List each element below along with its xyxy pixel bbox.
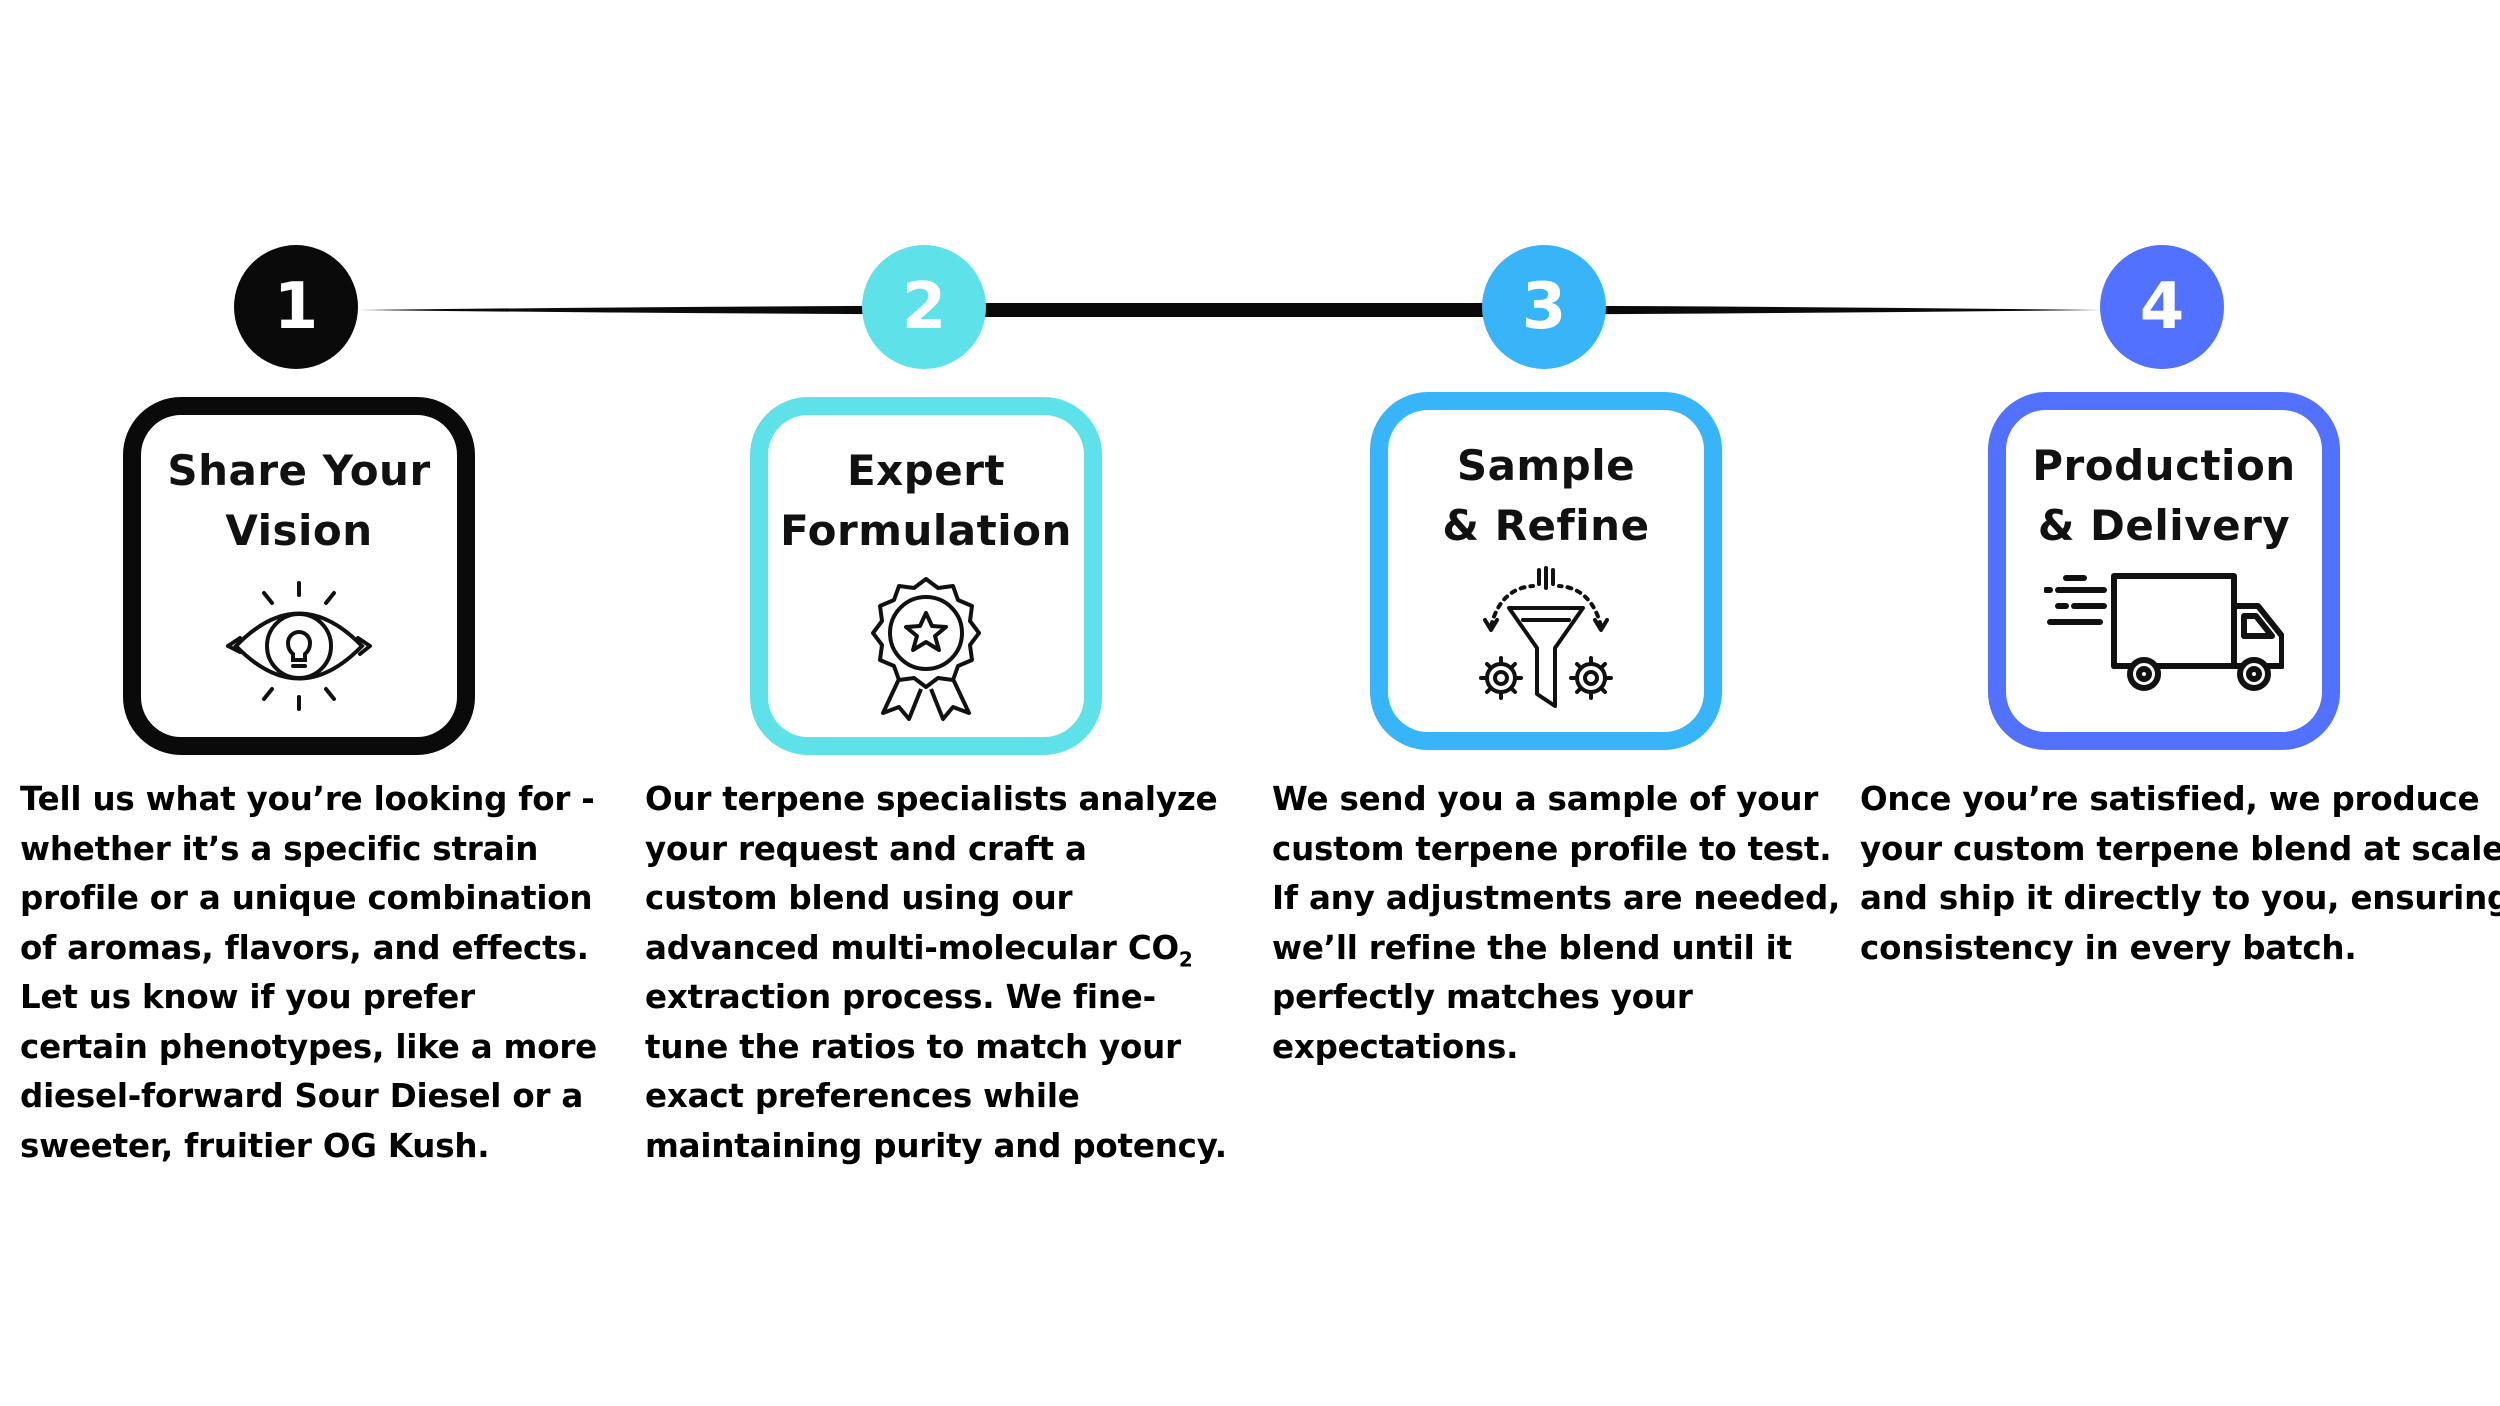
step-2-description-line: your request and craft a xyxy=(645,829,1087,868)
step-1-description-line: diesel-forward Sour Diesel or a xyxy=(20,1077,584,1115)
step-1-title: Share Your Vision xyxy=(167,446,431,555)
step-1-description-line: Tell us what you’re looking for - xyxy=(20,780,595,818)
step-1-number-circle: 1 xyxy=(234,245,358,369)
step-3-description-line: expectations. xyxy=(1272,1027,1519,1066)
step-4-description-line: and ship it directly to you, ensuring xyxy=(1860,879,2500,917)
step-2-description-line: tune the ratios to match your xyxy=(645,1027,1181,1066)
delivery-truck-icon xyxy=(2044,573,2284,691)
step-3-number-circle: 3 xyxy=(1482,245,1606,369)
co2-subscript: 2 xyxy=(1178,947,1193,971)
step-1-description: Tell us what you’re looking for - whethe… xyxy=(20,775,597,1171)
step-1-description-line: profile or a unique combination xyxy=(20,879,593,917)
eye-lightbulb-icon xyxy=(226,581,372,711)
step-2-title: Expert Formulation xyxy=(780,446,1072,555)
step-3-description-line: we’ll refine the blend until it xyxy=(1272,928,1792,967)
step-3-description-line: We send you a sample of your xyxy=(1272,780,1819,818)
step-4-description: Once you’re satisfied, we produce your c… xyxy=(1860,775,2500,973)
step-3-description-line: custom terpene profile to test. xyxy=(1272,829,1832,868)
step-1-description-line: sweeter, fruitier OG Kush. xyxy=(20,1126,490,1165)
step-2-description-line: Our terpene specialists analyze xyxy=(645,780,1218,818)
step-4-number: 4 xyxy=(2139,270,2185,344)
step-1-description-line: certain phenotypes, like a more xyxy=(20,1027,598,1066)
step-1-description-line: of aromas, flavors, and effects. xyxy=(20,928,589,967)
step-3-number: 3 xyxy=(1521,270,1567,344)
step-4-title: Production & Delivery xyxy=(2032,441,2296,550)
step-1-description-line: whether it’s a specific strain xyxy=(20,829,539,868)
step-4-description-line: your custom terpene blend at scale xyxy=(1860,829,2500,868)
step-1-number: 1 xyxy=(273,270,319,344)
step-1-description-line: Let us know if you prefer xyxy=(20,978,475,1016)
step-2-description-line: maintaining purity and potency. xyxy=(645,1126,1227,1165)
step-2-description-line: exact preferences while xyxy=(645,1077,1080,1115)
step-2-number-circle: 2 xyxy=(862,245,986,369)
step-2-description-line-co2: advanced multi-molecular CO2 xyxy=(645,924,1227,974)
step-3-description-line: If any adjustments are needed, xyxy=(1272,879,1841,917)
funnel-gears-icon xyxy=(1479,566,1613,708)
award-badge-icon xyxy=(871,577,981,721)
step-1-card: Share Your Vision xyxy=(123,397,475,755)
step-3-description-line: perfectly matches your xyxy=(1272,978,1693,1016)
step-4-description-line: Once you’re satisfied, we produce xyxy=(1860,780,2480,818)
step-3-card: Sample & Refine xyxy=(1370,392,1722,750)
step-2-description-line: custom blend using our xyxy=(645,879,1073,917)
step-2-co2-text: advanced multi-molecular CO xyxy=(645,928,1179,967)
step-2-description: Our terpene specialists analyze your req… xyxy=(645,775,1227,1171)
step-4-card: Production & Delivery xyxy=(1988,392,2340,750)
step-2-card: Expert Formulation xyxy=(750,397,1102,755)
step-2-description-line: extraction process. We fine- xyxy=(645,978,1156,1016)
step-4-number-circle: 4 xyxy=(2100,245,2224,369)
step-3-title: Sample & Refine xyxy=(1442,441,1650,550)
step-2-number: 2 xyxy=(901,270,947,344)
step-3-description: We send you a sample of your custom terp… xyxy=(1272,775,1840,1072)
step-4-description-line: consistency in every batch. xyxy=(1860,928,2357,967)
